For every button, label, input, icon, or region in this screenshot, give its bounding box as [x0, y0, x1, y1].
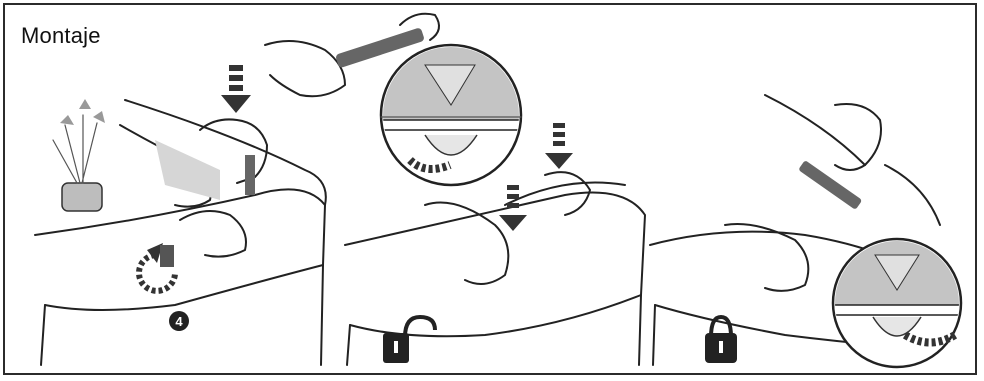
assembly-illustration-frame: Montaje [3, 3, 977, 375]
screwdriver-icon [798, 160, 862, 210]
svg-text:4: 4 [175, 314, 183, 329]
toilet-tank-outline-2 [345, 193, 645, 337]
down-arrow-icon-right [545, 123, 573, 169]
down-arrow-icon-left [499, 185, 527, 231]
detail-magnifier [381, 45, 521, 185]
step-4-marker: 4 [169, 311, 189, 331]
hand-wrench [265, 41, 345, 96]
hand-top-3 [835, 104, 881, 170]
unlocked-padlock-icon [383, 317, 435, 363]
assembly-illustration: 4 [5, 5, 975, 373]
step-3-illustration [650, 95, 963, 367]
detail-magnifier-3 [833, 239, 963, 367]
seat-lid-shade [155, 140, 220, 200]
tighten-arrow-icon [139, 243, 175, 291]
bolt [245, 155, 255, 195]
hand-left [425, 203, 508, 285]
flower-pot-icon [53, 99, 105, 211]
down-arrow-icon [221, 65, 251, 113]
hand-bottom [180, 211, 246, 257]
step-1-illustration: 4 [35, 65, 326, 365]
